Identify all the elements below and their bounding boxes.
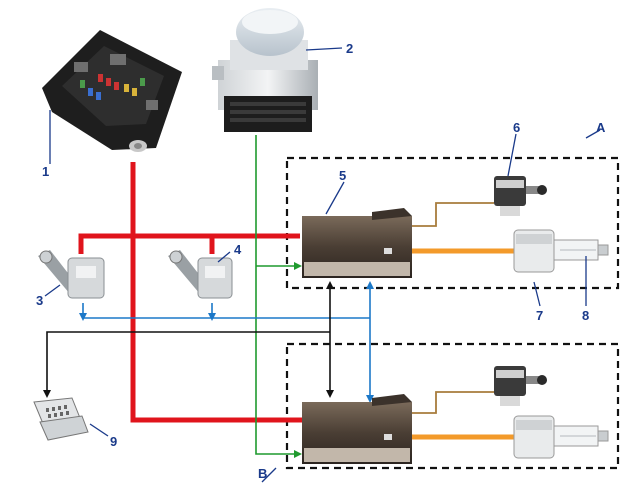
abs-speed-wire xyxy=(255,135,297,455)
ecu-a-component xyxy=(302,208,412,278)
diagnostic-connector xyxy=(33,397,89,441)
callout-8: 8 xyxy=(582,308,589,323)
abs-arrow-a xyxy=(294,262,302,270)
ecu-b-component xyxy=(302,394,412,464)
diagnostic-wire xyxy=(46,286,331,392)
sensor-arrow-bottom xyxy=(366,395,374,403)
height-sensor-left xyxy=(38,250,105,299)
diag-arrow-bottom xyxy=(326,390,334,398)
lamp-wires xyxy=(412,248,514,440)
group-a-label: A xyxy=(596,120,606,135)
callout-6: 6 xyxy=(513,120,520,135)
leveling-motor-b xyxy=(494,366,547,406)
fuse-box-component xyxy=(42,30,182,152)
callout-2: 2 xyxy=(346,41,353,56)
xenon-bulb-a xyxy=(513,229,609,273)
height-sensor-right xyxy=(168,250,233,299)
callout-3: 3 xyxy=(36,293,43,308)
group-b-label: B xyxy=(258,466,267,481)
leveling-motor-a xyxy=(494,176,547,216)
xenon-bulb-b xyxy=(513,415,609,459)
sensor-arrow-top xyxy=(366,281,374,289)
sensor-arrow-1 xyxy=(79,313,87,321)
power-wires xyxy=(78,162,302,423)
group-a-box xyxy=(285,156,620,290)
callout-5: 5 xyxy=(339,168,346,183)
motor-wires xyxy=(410,202,494,414)
diag-arrow-obd xyxy=(43,390,51,398)
callout-1: 1 xyxy=(42,164,49,179)
callout-leaders xyxy=(44,47,601,483)
callout-7: 7 xyxy=(536,308,543,323)
diag-arrow-top xyxy=(326,281,334,289)
height-sensor-wire xyxy=(82,286,371,398)
abs-arrow-b xyxy=(294,450,302,458)
callout-9: 9 xyxy=(110,434,117,449)
sensor-arrow-2 xyxy=(208,313,216,321)
abs-unit-component xyxy=(212,8,318,132)
callout-4: 4 xyxy=(234,242,242,257)
